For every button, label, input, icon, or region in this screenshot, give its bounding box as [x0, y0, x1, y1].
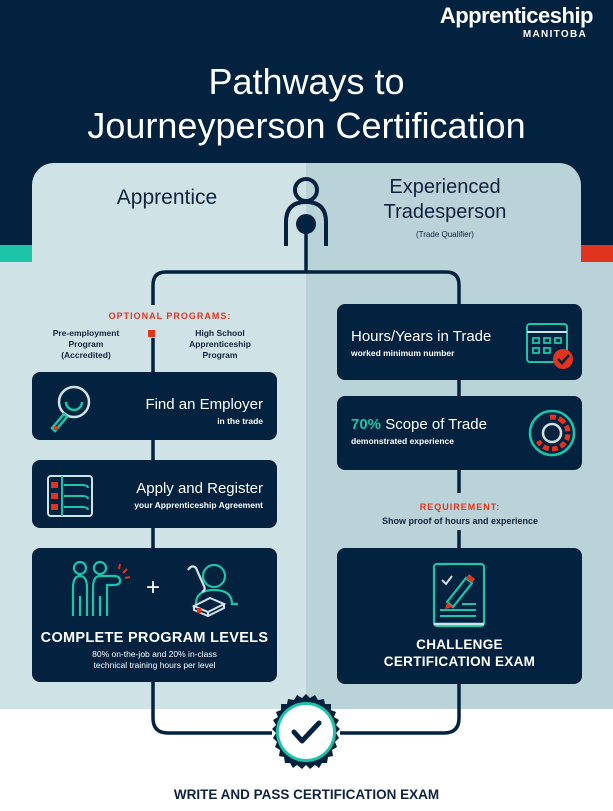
title-line-1: Pathways to: [208, 61, 405, 102]
apprentice-heading: Apprentice: [116, 186, 218, 209]
brand-logo: Apprenticeship MANITOBA: [439, 3, 594, 40]
step-complete-program-levels: + COMPLETE PROGRAM LEVELS 80% on-the-job…: [32, 548, 277, 682]
step-subtitle: your Apprenticeship Agreement: [134, 500, 263, 510]
optional-program-preemployment: Pre-employment Program (Accredited): [36, 328, 136, 361]
step-title-line: CERTIFICATION EXAM: [383, 654, 536, 669]
teal-accent-tab: [0, 245, 40, 262]
step-title: COMPLETE PROGRAM LEVELS: [40, 630, 269, 646]
magnifier-icon: [50, 385, 91, 433]
tradesperson-heading: Experienced Tradesperson: [370, 175, 520, 225]
brand-region: MANITOBA: [522, 29, 587, 40]
optional-programs-label: OPTIONAL PROGRAMS:: [108, 311, 232, 321]
red-accent-tab: [573, 245, 613, 262]
checkmark-seal-icon: [272, 694, 340, 769]
tradesperson-panel-top: [306, 163, 581, 262]
step-subtitle-line: 80% on-the-job and 20% in-class: [92, 649, 217, 659]
scope-percent: 70%: [351, 416, 382, 433]
step-title: Hours/Years in Trade: [351, 328, 492, 345]
tradesperson-heading-line-2: Tradesperson: [383, 201, 507, 223]
person-icon: [284, 177, 328, 246]
final-step-label: WRITE AND PASS CERTIFICATION EXAM: [173, 787, 440, 802]
requirement-label: REQUIREMENT:: [419, 502, 501, 512]
step-subtitle: worked minimum number: [351, 348, 455, 358]
optional-right-line: Apprenticeship: [189, 339, 251, 349]
checklist-icon: [47, 475, 93, 517]
optional-left-line: Pre-employment: [52, 328, 120, 338]
step-subtitle: 80% on-the-job and 20% in-class technica…: [32, 649, 277, 671]
step-subtitle: demonstrated experience: [351, 436, 454, 446]
step-apply-register: Apply and Register your Apprenticeship A…: [32, 460, 277, 528]
optional-program-highschool: High School Apprenticeship Program: [165, 328, 275, 361]
apprentice-panel-top: [32, 163, 306, 262]
step-hours-years: Hours/Years in Trade worked minimum numb…: [337, 304, 582, 380]
tradesperson-subheading: (Trade Qualifier): [416, 230, 474, 239]
step-title: CHALLENGE CERTIFICATION EXAM: [337, 636, 582, 670]
step-subtitle: in the trade: [217, 416, 263, 426]
optional-right-line: High School: [195, 328, 245, 338]
step-find-employer: Find an Employer in the trade: [32, 372, 277, 440]
step-title: Apply and Register: [136, 480, 263, 497]
title-line-2: Journeyperson Certification: [87, 105, 526, 146]
scope-gauge-icon: [528, 409, 576, 457]
classroom-learner-icon: [187, 563, 238, 618]
brand-name: Apprenticeship: [439, 3, 594, 28]
step-title: Find an Employer: [145, 396, 263, 413]
optional-left-line: Program: [68, 339, 104, 349]
step-title: 70% Scope of Trade: [351, 416, 487, 433]
exam-document-icon: [432, 562, 486, 628]
step-subtitle-line: technical training hours per level: [93, 660, 216, 670]
page-title: Pathways to Journeyperson Certification: [0, 60, 613, 148]
optional-right-line: Program: [202, 350, 238, 360]
calendar-check-icon: [526, 323, 573, 369]
requirement-text: Show proof of hours and experience: [381, 516, 539, 526]
plus-sign: +: [146, 574, 161, 601]
step-challenge-exam: CHALLENGE CERTIFICATION EXAM: [337, 548, 582, 684]
scope-label: Scope of Trade: [381, 416, 487, 433]
tradesperson-heading-line-1: Experienced: [389, 176, 501, 198]
optional-left-line: (Accredited): [61, 350, 111, 360]
step-scope-of-trade: 70% Scope of Trade demonstrated experien…: [337, 396, 582, 470]
workers-training-icon: [71, 560, 131, 616]
optional-divider-dot: [148, 330, 155, 337]
step-title-line: CHALLENGE: [416, 637, 503, 652]
